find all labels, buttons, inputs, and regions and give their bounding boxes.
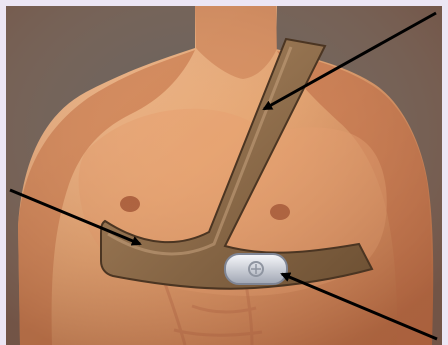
chest-strap-illustration	[6, 6, 442, 345]
body-shading	[6, 6, 442, 345]
render-area	[6, 6, 442, 345]
